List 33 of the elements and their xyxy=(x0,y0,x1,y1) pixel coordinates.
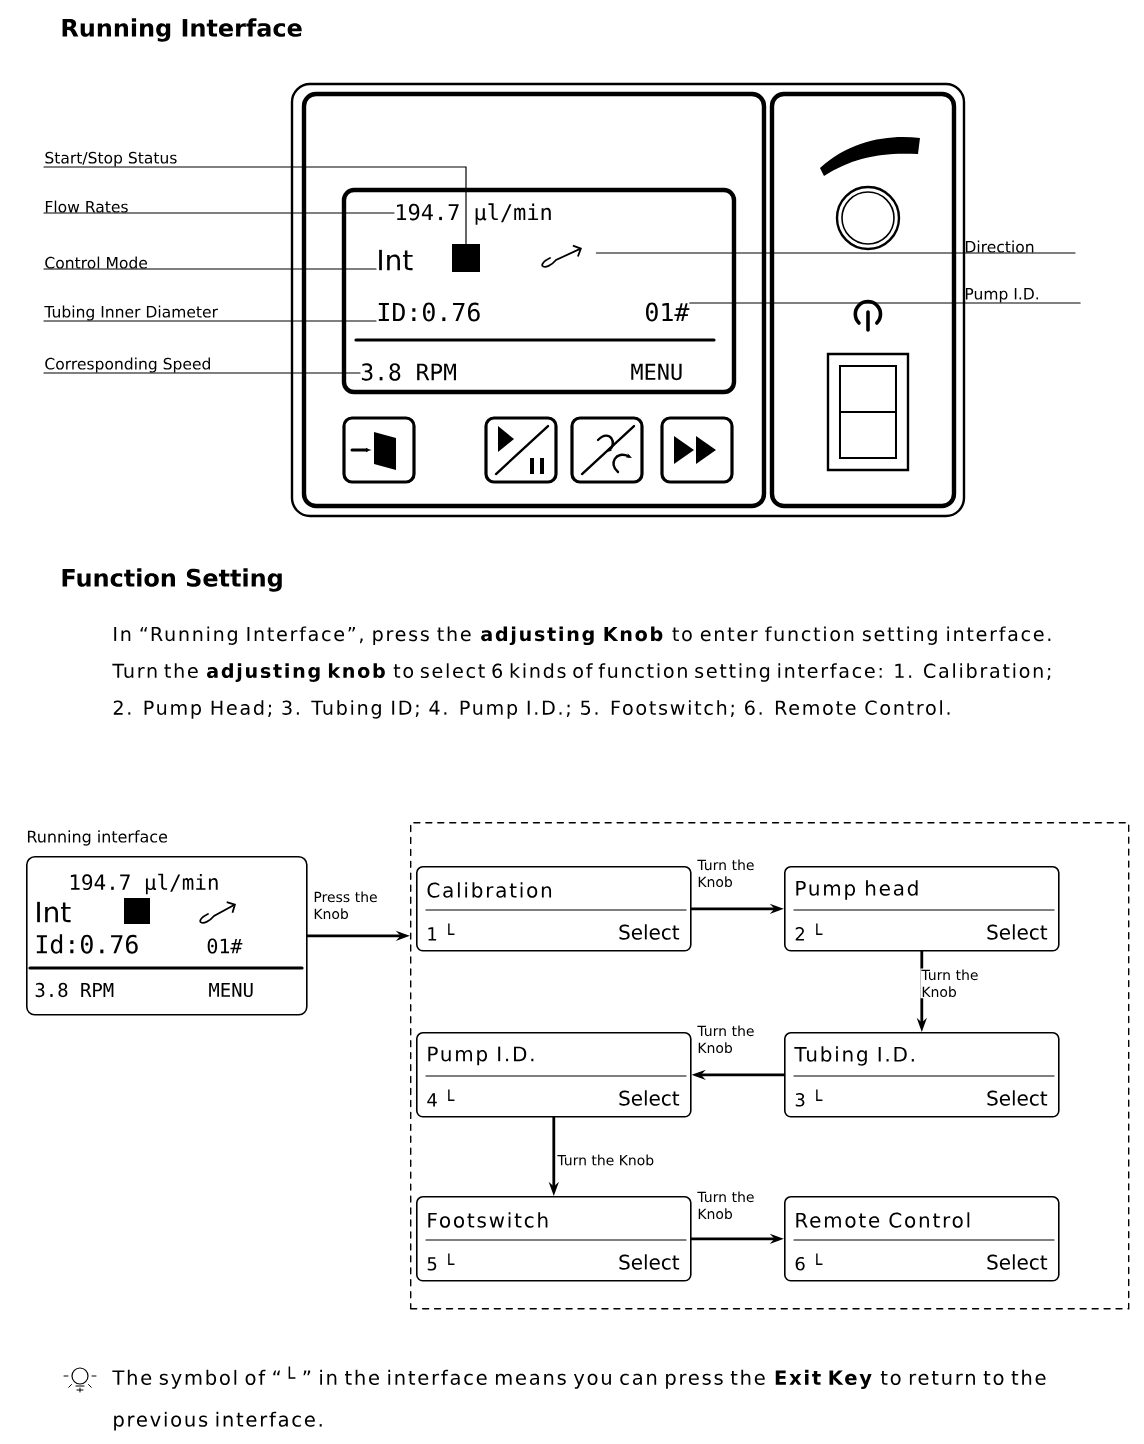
lcd-screen: 194.7 μl/min Int Id:0.76 01# 3.8 RPM MENU xyxy=(26,856,308,1016)
dashed-group-box xyxy=(410,822,1130,1310)
display-text: 01# xyxy=(646,302,690,322)
menu-box: Remote Control 6 └ Select xyxy=(784,1196,1060,1282)
display-text: 3.8 RPM xyxy=(361,363,456,381)
menu-box: Tubing I.D. 3 └ Select xyxy=(784,1032,1060,1118)
heading: Running Interface xyxy=(62,18,302,42)
display-text: MENU xyxy=(631,363,682,381)
display-text: Int xyxy=(379,249,413,271)
leader-line xyxy=(43,372,361,374)
menu-box: Calibration 1 └ Select xyxy=(416,866,692,952)
node-label: MENU xyxy=(209,982,253,998)
node-label: Id:0.76 xyxy=(36,934,138,954)
leader-line xyxy=(43,212,395,214)
note-text: The symbol of “└ ” in the interface means you can press the Exit Key to return to the previous interface. xyxy=(112,1366,1046,1431)
node-label: 01# xyxy=(207,938,243,954)
direction-symbol xyxy=(541,244,582,268)
leader-line xyxy=(689,302,1081,304)
menu-box: Pump I.D. 4 └ Select xyxy=(416,1032,692,1118)
node-label: Int xyxy=(37,901,71,923)
leader-line xyxy=(595,252,1076,254)
stop-indicator xyxy=(452,244,480,272)
menu-box: Pump head 2 └ Select xyxy=(784,866,1060,952)
display-text: 194.7 μl/min xyxy=(397,203,551,225)
leader-line xyxy=(43,320,377,322)
display-text: ID:0.76 xyxy=(378,302,480,322)
leader-line xyxy=(43,268,377,270)
paragraph: In “Running Interface”, press the adjusting Knob to enter function setting interface. Turn the adjusting knob to select 6 kinds of function setting interface: 1. Calibration; 2. Pump Head; 3. Tubing ID; 4. Pump I.D.; 5. Footswitch; 6. Remote Control. xyxy=(112,626,1051,719)
menu-box: Footswitch 5 └ Select xyxy=(416,1196,692,1282)
heading: Function Setting xyxy=(62,568,282,592)
node-label: 3.8 RPM xyxy=(35,982,114,998)
node-label: 194.7 μl/min xyxy=(70,873,218,895)
leader-line xyxy=(43,166,467,245)
